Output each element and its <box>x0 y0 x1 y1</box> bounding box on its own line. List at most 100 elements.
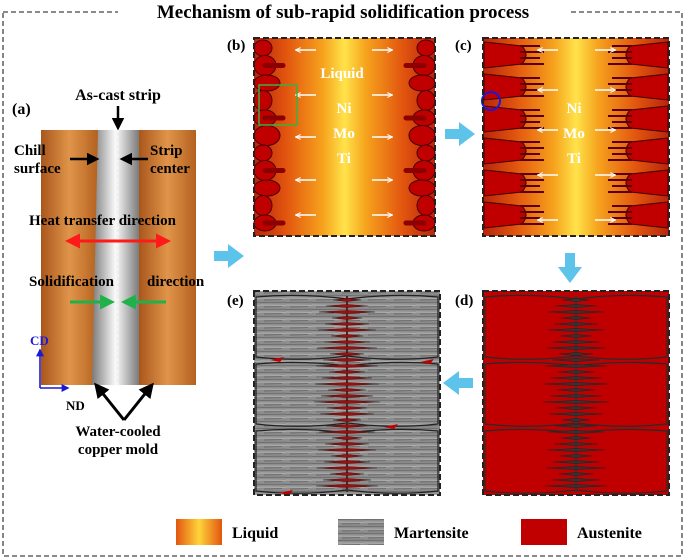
center-label-2: center <box>150 161 190 177</box>
dendrite-arm <box>315 364 379 368</box>
panel-b-left-dendrites <box>253 39 286 232</box>
flow-arrow-c-to-d <box>558 253 582 283</box>
dendrite-arm <box>551 478 601 482</box>
mold-arrow-right <box>122 382 154 421</box>
dendrite-arm <box>550 376 602 380</box>
dendrite-arm <box>325 424 369 428</box>
right-column-grain <box>625 201 669 229</box>
dendrite-arm <box>544 364 608 368</box>
solidification-direction-label: direction <box>147 274 205 290</box>
panel-b-ti: Ti <box>337 151 351 167</box>
retained-austenite <box>279 490 293 495</box>
panel-b-tag: (b) <box>227 38 245 54</box>
right-copper-mold <box>139 130 196 385</box>
retained-austenite <box>384 424 398 429</box>
dendrite-arm <box>332 298 362 302</box>
left-column-grain <box>483 201 527 229</box>
legend-swatch-liquid <box>176 519 222 545</box>
dendrite-arm <box>323 340 371 344</box>
nd-label: ND <box>66 398 85 413</box>
dendrite-arm <box>558 472 594 476</box>
grain-boundary <box>255 294 439 360</box>
wall-grain <box>416 90 436 111</box>
dendrite-arm <box>560 436 592 440</box>
dendrite-arm <box>547 430 605 434</box>
dendrite-arm <box>560 316 592 320</box>
legend-label-martensite: Martensite <box>394 525 469 542</box>
center-label-1: Strip <box>150 143 183 159</box>
dendrite-arm <box>322 358 372 362</box>
grain-boundary <box>255 428 439 494</box>
wall-grain <box>253 74 281 92</box>
dendrite-arm <box>542 400 610 404</box>
mold-label-1: Water-cooled <box>75 424 161 440</box>
dendrite-arm <box>561 298 591 302</box>
panel-d: (d) <box>455 290 670 496</box>
wall-grain <box>416 39 436 57</box>
dendrite-arm <box>324 442 370 446</box>
retained-austenite <box>270 357 284 362</box>
dendrite-arm <box>548 412 604 416</box>
panel-c-liquid <box>483 38 669 236</box>
panel-e: (e) <box>227 290 441 496</box>
dendrite-arm <box>325 304 369 308</box>
dendrite-arm <box>551 358 601 362</box>
grain-boundary <box>255 361 439 427</box>
dendrite-arm <box>315 484 379 488</box>
dendrite-arm <box>547 310 605 314</box>
right-column-grain <box>625 137 669 165</box>
cd-label: CD <box>30 333 49 348</box>
left-column-grain <box>483 137 527 165</box>
panel-c-ti: Ti <box>567 151 581 167</box>
dendrite-arm <box>543 382 609 386</box>
dendrite-arm <box>329 352 365 356</box>
mold-arrow-left <box>94 382 126 421</box>
panel-a: (a) As-cast strip Chill surface Strip ce… <box>12 87 205 458</box>
dendrite-arm <box>553 442 599 446</box>
panel-c-growth-arrows <box>538 50 615 220</box>
dendrite-arm <box>314 382 380 386</box>
dendrite-arm <box>328 370 366 374</box>
panel-e-grain-boundaries <box>255 294 439 494</box>
wall-grain <box>253 144 273 162</box>
wall-grain <box>253 179 281 197</box>
panel-b-highlight-box <box>258 84 298 126</box>
panel-d-central-dendrites <box>542 296 610 492</box>
chill-label-2: surface <box>14 161 61 177</box>
wall-grain <box>408 179 436 197</box>
panel-d-grain-boundaries <box>484 294 668 494</box>
dendrite-arm <box>317 448 377 452</box>
dendrite-arm <box>545 346 607 350</box>
dendrite-arm <box>330 454 364 458</box>
panel-c: (c) Ni Mo Ti <box>455 37 670 237</box>
panel-e-retained-austenite <box>270 296 434 495</box>
flow-arrow-b-to-c <box>445 122 475 146</box>
chill-label-1: Chill <box>14 143 46 159</box>
dendrite-arm <box>317 328 377 332</box>
dendrite-arm <box>323 460 371 464</box>
panel-c-tag: (c) <box>455 38 472 54</box>
retained-austenite <box>420 359 434 364</box>
wall-grain <box>253 90 273 111</box>
dendrite-arm <box>546 328 606 332</box>
dendrite-arm <box>561 418 591 422</box>
panel-b-liquid <box>254 38 435 236</box>
wall-grain <box>408 125 436 146</box>
panel-b-right-dendrites <box>403 39 436 232</box>
dendrite-arm <box>320 394 374 398</box>
legend-label-austenite: Austenite <box>577 525 642 542</box>
dendrite-arm <box>321 376 373 380</box>
mold-label-2: copper mold <box>78 442 159 458</box>
dendrite-arm <box>558 352 594 356</box>
wall-grain <box>416 144 436 162</box>
panel-e-tag: (e) <box>227 293 244 309</box>
left-column-grain <box>483 41 527 69</box>
dendrite-arm <box>316 466 378 470</box>
dendrite-arm <box>556 388 596 392</box>
dendrite-arm <box>545 466 607 470</box>
wall-grain <box>408 74 436 92</box>
panel-b: (b) Liquid Ni Mo Ti <box>227 37 436 237</box>
right-column-grain <box>625 169 669 197</box>
legend-swatch-austenite <box>521 519 567 545</box>
